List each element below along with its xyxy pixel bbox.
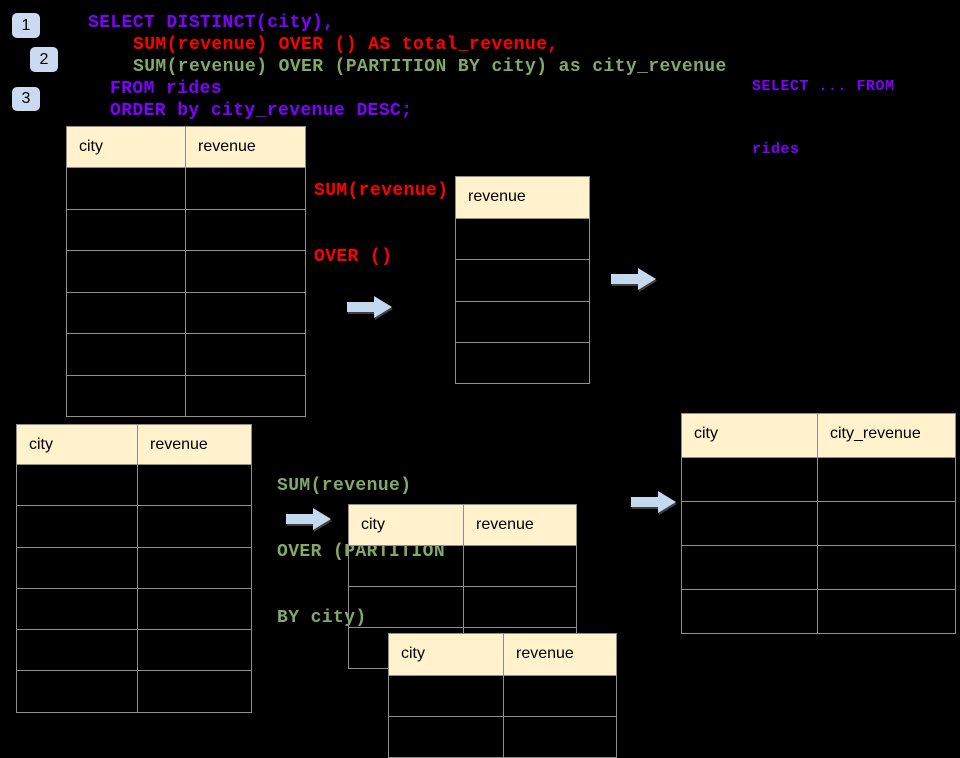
table-cell-empty [455, 218, 589, 260]
table-cell-empty [388, 716, 503, 757]
partition-window-note-line2: OVER (PARTITION [277, 542, 446, 562]
table-cell-empty [66, 374, 185, 416]
step-badge-1: 1 [12, 13, 40, 38]
table-partition-step: city revenue [348, 504, 577, 669]
arrow-right-icon [611, 268, 657, 290]
table-cell-empty [463, 586, 576, 627]
table-cell-empty [817, 501, 955, 545]
table-cell-empty [137, 505, 251, 547]
table-cell-empty [66, 250, 185, 292]
column-header-city: city [388, 633, 503, 675]
table-cell-empty [681, 457, 817, 501]
table-cell-empty [66, 291, 185, 333]
table-cell-empty [137, 629, 251, 671]
table-cell-empty [348, 627, 463, 668]
column-header-revenue: revenue [463, 504, 576, 545]
table-cell-empty [348, 545, 463, 586]
column-header-revenue: revenue [503, 633, 616, 675]
table-cell-empty [66, 208, 185, 250]
table-cell-empty [185, 167, 305, 209]
from-clause-note: SELECT ... FROM rides [752, 34, 895, 181]
table-partition-step-overlay: city revenue [388, 633, 617, 758]
table-cell-empty [185, 333, 305, 375]
partition-window-note-line1: SUM(revenue) [277, 476, 412, 496]
table-source-rides-top: city revenue [66, 126, 306, 417]
column-header-city: city [681, 413, 817, 457]
sql-line-total-revenue: SUM(revenue) OVER () AS total_revenue, [133, 35, 559, 55]
table-cell-empty [817, 457, 955, 501]
table-cell-empty [16, 629, 137, 671]
table-cell-empty [185, 208, 305, 250]
table-cell-empty [66, 333, 185, 375]
total-window-note-line1: SUM(revenue) [314, 181, 449, 201]
table-cell-empty [137, 464, 251, 506]
column-header-city: city [16, 424, 137, 464]
column-header-revenue: revenue [185, 126, 305, 167]
table-cell-empty [16, 546, 137, 588]
table-cell-empty [137, 587, 251, 630]
step-badge-2: 2 [30, 47, 58, 72]
slide-canvas: { "colors": { "background": "#000000", "… [12, 13, 956, 758]
from-clause-note-line1: SELECT ... FROM [752, 78, 895, 95]
from-clause-note-line2: rides [752, 141, 800, 158]
arrow-right-icon [631, 491, 677, 513]
table-cell-empty [463, 545, 576, 586]
column-header-city: city [348, 504, 463, 545]
sql-line-order-by: ORDER by city_revenue DESC; [110, 101, 413, 121]
table-cell-empty [455, 300, 589, 342]
table-city-revenue-result: city city_revenue [681, 413, 956, 634]
table-cell-empty [16, 587, 137, 630]
table-cell-empty [348, 586, 463, 627]
column-header-revenue: revenue [137, 424, 251, 464]
table-cell-empty [137, 546, 251, 588]
table-cell-empty [503, 675, 616, 716]
table-cell-empty [185, 374, 305, 416]
table-cell-empty [16, 464, 137, 506]
step-badge-3: 3 [12, 87, 40, 111]
table-cell-empty [817, 545, 955, 589]
partition-window-note: SUM(revenue) OVER (PARTITION BY city) [277, 431, 445, 651]
table-cell-empty [681, 501, 817, 545]
table-cell-empty [817, 589, 955, 633]
partition-window-note-line3: BY city) [277, 608, 367, 628]
table-cell-empty [455, 341, 589, 384]
arrow-right-icon [347, 296, 393, 318]
table-cell-empty [388, 675, 503, 716]
table-cell-empty [455, 259, 589, 301]
table-total-revenue-result: revenue [455, 176, 590, 385]
table-source-rides-bottom: city revenue [16, 424, 252, 713]
table-cell-empty [137, 670, 251, 712]
total-window-note: SUM(revenue) OVER () [314, 136, 448, 290]
sql-line-select: SELECT DISTINCT(city), [88, 13, 335, 33]
table-cell-empty [503, 716, 616, 757]
table-cell-empty [185, 250, 305, 292]
column-header-city: city [66, 126, 185, 167]
arrow-right-icon [286, 508, 332, 530]
table-cell-empty [66, 167, 185, 209]
column-header-revenue: revenue [455, 176, 589, 218]
table-cell-empty [16, 505, 137, 547]
column-header-city-revenue: city_revenue [817, 413, 955, 457]
sql-line-from: FROM rides [110, 79, 223, 99]
total-window-note-line2: OVER () [314, 247, 393, 267]
table-cell-empty [681, 589, 817, 633]
table-cell-empty [681, 545, 817, 589]
table-cell-empty [16, 670, 137, 712]
sql-line-city-revenue: SUM(revenue) OVER (PARTITION BY city) as… [133, 57, 727, 77]
table-cell-empty [185, 291, 305, 333]
